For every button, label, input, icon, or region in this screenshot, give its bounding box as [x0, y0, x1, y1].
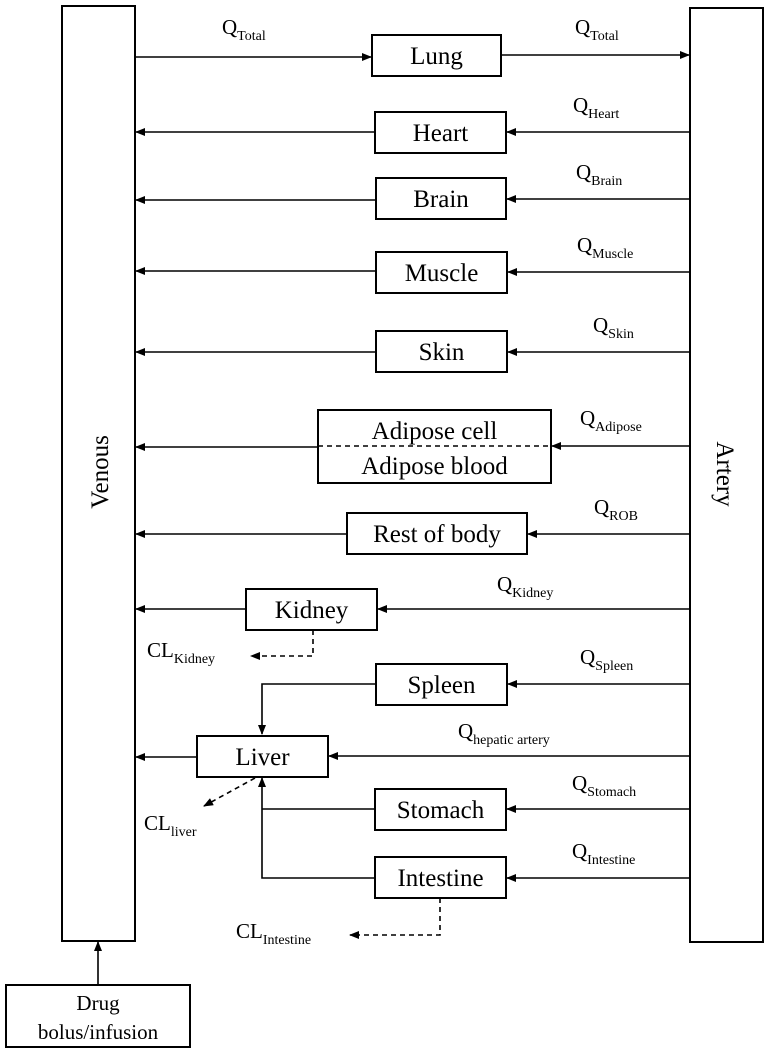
- artery-compartment: Artery: [689, 7, 764, 943]
- q-intestine-label: QIntestine: [572, 839, 635, 868]
- heart-label: Heart: [413, 120, 469, 147]
- stomach-label: Stomach: [397, 797, 485, 824]
- muscle-node: Muscle: [375, 251, 508, 294]
- liver-label: Liver: [235, 744, 290, 771]
- brain-label: Brain: [413, 186, 469, 213]
- q-total-right-label: QTotal: [575, 15, 619, 44]
- spleen-node: Spleen: [375, 663, 508, 706]
- q-hepatic-artery-label: Qhepatic artery: [458, 719, 550, 748]
- drug-label-line2: bolus/infusion: [38, 1020, 159, 1044]
- muscle-label: Muscle: [405, 260, 479, 287]
- kidney-clearance-arrow: [250, 630, 314, 660]
- lung-label: Lung: [410, 43, 463, 70]
- artery-label: Artery: [711, 441, 738, 507]
- venous-compartment: Venous: [61, 5, 136, 942]
- skin-label: Skin: [419, 339, 465, 366]
- adipose-blood-label: Adipose blood: [361, 453, 508, 480]
- cl-liver-label: CLliver: [144, 811, 197, 840]
- gut-to-liver-arrow: [258, 777, 375, 879]
- q-heart-label: QHeart: [573, 93, 619, 122]
- intestine-clearance-arrow: [349, 898, 441, 939]
- q-kidney-label: QKidney: [497, 572, 553, 601]
- q-brain-label: QBrain: [576, 160, 622, 189]
- heart-node: Heart: [374, 111, 507, 154]
- intestine-node: Intestine: [374, 856, 507, 899]
- q-muscle-label: QMuscle: [577, 233, 633, 262]
- cl-intestine-label: CLIntestine: [236, 919, 311, 948]
- rest-of-body-label: Rest of body: [373, 521, 501, 548]
- brain-node: Brain: [375, 177, 507, 220]
- lung-node: Lung: [371, 34, 502, 77]
- q-skin-label: QSkin: [593, 313, 634, 342]
- spleen-to-liver-arrow: [258, 683, 376, 735]
- q-spleen-label: QSpleen: [580, 645, 633, 674]
- kidney-label: Kidney: [275, 597, 349, 624]
- adipose-cell-label: Adipose cell: [372, 418, 498, 445]
- kidney-node: Kidney: [245, 588, 378, 631]
- rest-of-body-node: Rest of body: [346, 512, 528, 555]
- venous-label: Venous: [87, 435, 114, 509]
- drug-input-node: Drug bolus/infusion: [5, 984, 191, 1048]
- q-adipose-label: QAdipose: [580, 406, 642, 435]
- stomach-node: Stomach: [374, 788, 507, 831]
- intestine-label: Intestine: [397, 865, 483, 892]
- skin-node: Skin: [375, 330, 508, 373]
- q-stomach-label: QStomach: [572, 771, 636, 800]
- q-rob-label: QROB: [594, 495, 638, 524]
- liver-clearance-arrow: [203, 777, 256, 807]
- liver-node: Liver: [196, 735, 329, 778]
- spleen-label: Spleen: [407, 672, 476, 699]
- drug-label-line1: Drug: [76, 991, 120, 1015]
- cl-kidney-label: CLKidney: [147, 638, 215, 667]
- adipose-node: Adipose cell Adipose blood: [317, 409, 552, 484]
- q-total-left-label: QTotal: [222, 15, 266, 44]
